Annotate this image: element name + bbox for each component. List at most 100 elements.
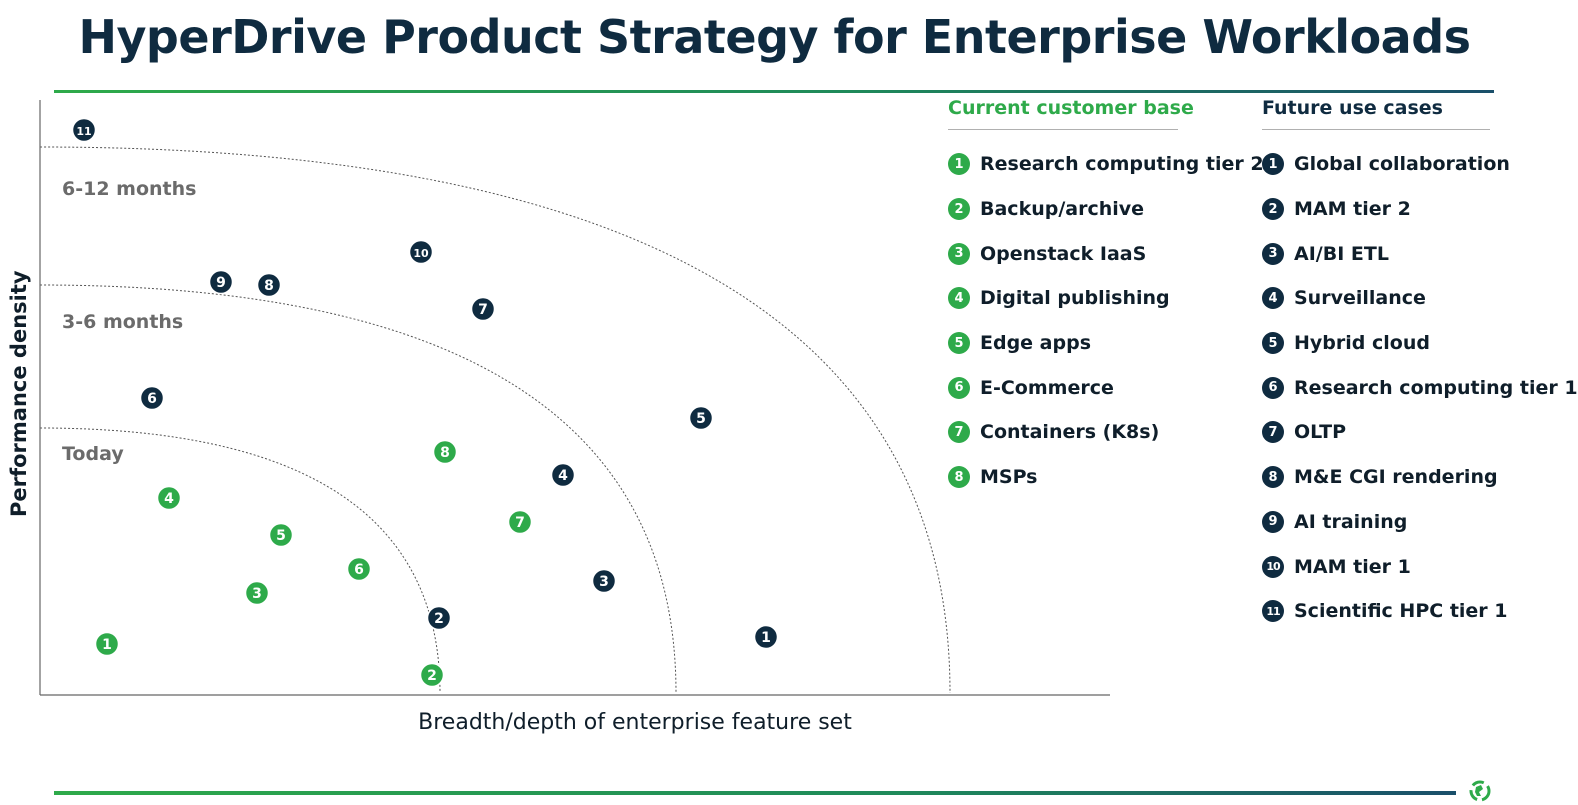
x-axis-label: Breadth/depth of enterprise feature set [418, 710, 852, 735]
marker-number: 10 [413, 247, 429, 260]
legend-item-label: Research computing tier 1 [1294, 376, 1578, 399]
legend-number-badge: 9 [1262, 510, 1284, 533]
legend-item-label: MAM tier 2 [1294, 198, 1411, 221]
legend-item-current-6: 6 E-Commerce [948, 365, 1264, 410]
marker-number: 3 [252, 586, 262, 602]
marker-future-2: 2 [426, 605, 452, 631]
marker-number: 7 [478, 302, 488, 318]
legend-item-future-11: 11 Scientific HPC tier 1 [1262, 589, 1578, 634]
legend-number-badge: 3 [948, 242, 970, 265]
zone-label-today: Today [62, 443, 124, 465]
recycle-globe-icon [1469, 780, 1491, 802]
legend-future-header: Future use cases [1262, 97, 1490, 130]
marker-future-10: 10 [408, 239, 434, 265]
marker-number: 6 [147, 391, 157, 407]
marker-number: 6 [354, 562, 364, 578]
legend-current-list: 1 Research computing tier 2 2 Backup/archiv… [948, 142, 1264, 500]
page-title: HyperDrive Product Strategy for Enterpri… [78, 10, 1471, 64]
marker-current-8: 8 [432, 439, 458, 465]
legend-number-badge: 8 [948, 466, 970, 489]
legend-number-badge: 4 [948, 287, 970, 310]
legend-number-badge: 5 [1262, 332, 1284, 355]
y-axis-label: Performance density [7, 270, 31, 517]
marker-future-11: 11 [71, 117, 97, 143]
marker-future-6: 6 [139, 385, 165, 411]
legend-item-future-1: 1 Global collaboration [1262, 142, 1578, 187]
legend-future-list: 1 Global collaboration 2 MAM tier 2 3 AI/BI E… [1262, 142, 1578, 634]
legend-item-label: Backup/archive [980, 198, 1145, 221]
legend-item-label: E-Commerce [980, 376, 1114, 399]
marker-future-5: 5 [688, 405, 714, 431]
legend-item-current-1: 1 Research computing tier 2 [948, 142, 1264, 187]
marker-number: 4 [164, 491, 174, 507]
legend-item-label: M&E CGI rendering [1294, 466, 1498, 489]
legend-number-badge: 3 [1262, 242, 1284, 265]
marker-number: 1 [761, 630, 771, 646]
chart-markers: 1 2 3 4 5 6 7 8 1 2 3 4 5 6 7 8 9 10 11 [71, 117, 779, 688]
marker-number: 9 [216, 275, 226, 291]
marker-future-7: 7 [470, 296, 496, 322]
legend-number-badge: 4 [1262, 287, 1284, 310]
legend-item-label: Scientific HPC tier 1 [1294, 600, 1508, 623]
legend-number-badge: 1 [948, 153, 970, 176]
marker-future-1: 1 [753, 624, 779, 650]
marker-current-4: 4 [156, 485, 182, 511]
legend-item-current-3: 3 Openstack IaaS [948, 231, 1264, 276]
legend-current-customers: Current customer base 1 Research computin… [948, 97, 1264, 500]
marker-number: 2 [434, 611, 444, 627]
marker-current-3: 3 [244, 580, 270, 606]
marker-future-4: 4 [550, 462, 576, 488]
footer-divider [54, 791, 1456, 795]
legend-item-label: AI training [1294, 510, 1408, 533]
legend-number-badge: 6 [948, 376, 970, 399]
legend-item-label: MSPs [980, 466, 1038, 489]
legend-item-label: Research computing tier 2 [980, 153, 1264, 176]
title-divider [54, 90, 1494, 93]
legend-item-label: AI/BI ETL [1294, 242, 1389, 265]
marker-current-7: 7 [507, 509, 533, 535]
legend-number-badge: 1 [1262, 153, 1284, 176]
marker-number: 8 [440, 445, 450, 461]
marker-current-5: 5 [268, 522, 294, 548]
legend-item-future-2: 2 MAM tier 2 [1262, 187, 1578, 232]
legend-number-badge: 2 [948, 198, 970, 221]
legend-item-future-7: 7 OLTP [1262, 410, 1578, 455]
marker-number: 3 [599, 574, 609, 590]
legend-item-label: OLTP [1294, 421, 1346, 444]
legend-item-label: Containers (K8s) [980, 421, 1160, 444]
legend-current-header: Current customer base [948, 97, 1194, 130]
marker-current-1: 1 [94, 631, 120, 657]
legend-item-future-10: 10 MAM tier 1 [1262, 544, 1578, 589]
legend-number-badge: 7 [1262, 421, 1284, 444]
marker-number: 11 [76, 125, 91, 138]
legend-number-badge: 10 [1262, 555, 1284, 578]
marker-number: 5 [696, 411, 706, 427]
legend-number-badge: 11 [1262, 600, 1284, 623]
legend-item-label: Global collaboration [1294, 153, 1510, 176]
marker-number: 7 [515, 515, 525, 531]
legend-item-label: Hybrid cloud [1294, 332, 1430, 355]
marker-current-2: 2 [419, 662, 445, 688]
legend-item-label: MAM tier 1 [1294, 555, 1411, 578]
legend-number-badge: 8 [1262, 466, 1284, 489]
arc-6-12-months [39, 146, 951, 694]
legend-item-future-8: 8 M&E CGI rendering [1262, 455, 1578, 500]
zone-label-6-12-months: 6-12 months [62, 178, 196, 200]
legend-item-label: Edge apps [980, 332, 1092, 355]
legend-item-current-4: 4 Digital publishing [948, 276, 1264, 321]
legend-item-future-5: 5 Hybrid cloud [1262, 321, 1578, 366]
marker-future-8: 8 [256, 272, 282, 298]
legend-item-current-8: 8 MSPs [948, 455, 1264, 500]
marker-number: 5 [276, 528, 286, 544]
marker-current-6: 6 [346, 556, 372, 582]
legend-item-label: Digital publishing [980, 287, 1170, 310]
legend-number-badge: 2 [1262, 198, 1284, 221]
legend-item-current-2: 2 Backup/archive [948, 187, 1264, 232]
legend-item-future-9: 9 AI training [1262, 500, 1578, 545]
arc-3-6-months [39, 284, 677, 694]
marker-number: 2 [427, 668, 437, 684]
legend-item-future-3: 3 AI/BI ETL [1262, 231, 1578, 276]
legend-item-label: Openstack IaaS [980, 242, 1147, 265]
